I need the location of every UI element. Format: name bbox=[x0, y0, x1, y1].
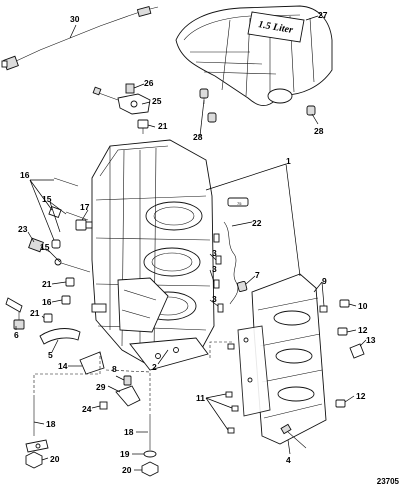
leader-lines bbox=[15, 15, 367, 471]
callout-28-right: 28 bbox=[314, 126, 324, 136]
right-side-fittings bbox=[319, 299, 365, 408]
part-28-grommets bbox=[199, 88, 316, 123]
part-8-plug bbox=[123, 375, 132, 386]
part-30-sensor-cable bbox=[1, 5, 159, 71]
callout-19: 19 bbox=[120, 449, 130, 459]
callout-12-top: 12 bbox=[358, 325, 368, 335]
callout-4: 4 bbox=[286, 455, 291, 465]
part-16-pins bbox=[48, 177, 89, 249]
callout-10: 10 bbox=[358, 301, 368, 311]
part-22-seal-wire bbox=[223, 221, 239, 305]
part-11-bolts bbox=[225, 343, 239, 434]
tube-fitting: 75 bbox=[227, 197, 249, 207]
callout-5: 5 bbox=[48, 350, 53, 360]
part-19-20-washers-nuts bbox=[25, 439, 159, 477]
callout-6: 6 bbox=[14, 330, 19, 340]
callout-30: 30 bbox=[70, 14, 80, 24]
callout-20-right: 20 bbox=[122, 465, 132, 475]
part-21-fitting-top bbox=[137, 119, 149, 134]
callout-12-low: 12 bbox=[356, 391, 366, 401]
callout-9: 9 bbox=[322, 276, 327, 286]
callout-18-left: 18 bbox=[46, 419, 56, 429]
part-16-plug bbox=[61, 295, 71, 305]
callout-22: 22 bbox=[252, 218, 262, 228]
callout-labels: 30 27 26 25 21 28 28 1 16 15 17 22 23 15… bbox=[14, 10, 376, 475]
callout-26: 26 bbox=[144, 78, 154, 88]
part-25-26-bracket bbox=[92, 83, 151, 115]
part-15-pins bbox=[54, 258, 91, 273]
callout-15-mid: 15 bbox=[40, 242, 50, 252]
callout-14: 14 bbox=[58, 361, 68, 371]
callout-21-top: 21 bbox=[158, 121, 168, 131]
drawing-number: 23705 bbox=[376, 477, 399, 486]
exhaust-cover-plate bbox=[237, 273, 327, 445]
callout-3-b: 3 bbox=[212, 264, 217, 274]
part-1-cylinder-block bbox=[91, 139, 215, 371]
part-29-cover bbox=[115, 385, 141, 407]
part-7-plug bbox=[236, 280, 248, 292]
callout-8: 8 bbox=[112, 364, 117, 374]
callout-16-mid: 16 bbox=[42, 297, 52, 307]
part-24-screw bbox=[99, 401, 108, 410]
callout-17: 17 bbox=[80, 202, 90, 212]
part-17-fitting bbox=[75, 219, 93, 231]
callout-2: 2 bbox=[152, 362, 157, 372]
part-4-bolt bbox=[280, 423, 307, 449]
callout-25: 25 bbox=[152, 96, 162, 106]
callout-15-top: 15 bbox=[42, 194, 52, 204]
callout-20-left: 20 bbox=[50, 454, 60, 464]
part-5-hose bbox=[39, 328, 81, 345]
callout-11: 11 bbox=[196, 393, 205, 403]
part-23-sensor bbox=[28, 237, 51, 253]
callout-3-a: 3 bbox=[212, 248, 217, 258]
callout-28-left: 28 bbox=[193, 132, 203, 142]
part-14-clip bbox=[79, 303, 107, 375]
callout-7: 7 bbox=[255, 270, 260, 280]
callout-16-top: 16 bbox=[20, 170, 30, 180]
reference-lines bbox=[33, 341, 232, 412]
callout-3-c: 3 bbox=[212, 294, 217, 304]
callout-1: 1 bbox=[286, 156, 291, 166]
part-18-studs bbox=[33, 398, 151, 450]
callout-18-right: 18 bbox=[124, 427, 134, 437]
part-27-engine-cover: 1.5 Liter bbox=[175, 5, 333, 107]
callout-21-left: 21 bbox=[42, 279, 52, 289]
part-3-dowels bbox=[213, 233, 224, 313]
callout-29: 29 bbox=[96, 382, 106, 392]
part-6-sensor bbox=[5, 297, 25, 330]
callout-23: 23 bbox=[18, 224, 28, 234]
svg-text:75: 75 bbox=[237, 201, 242, 206]
callout-13: 13 bbox=[366, 335, 376, 345]
part-21-fittings-left bbox=[43, 277, 75, 323]
callout-21-low: 21 bbox=[30, 308, 40, 318]
callout-27: 27 bbox=[318, 10, 328, 20]
callout-24: 24 bbox=[82, 404, 92, 414]
